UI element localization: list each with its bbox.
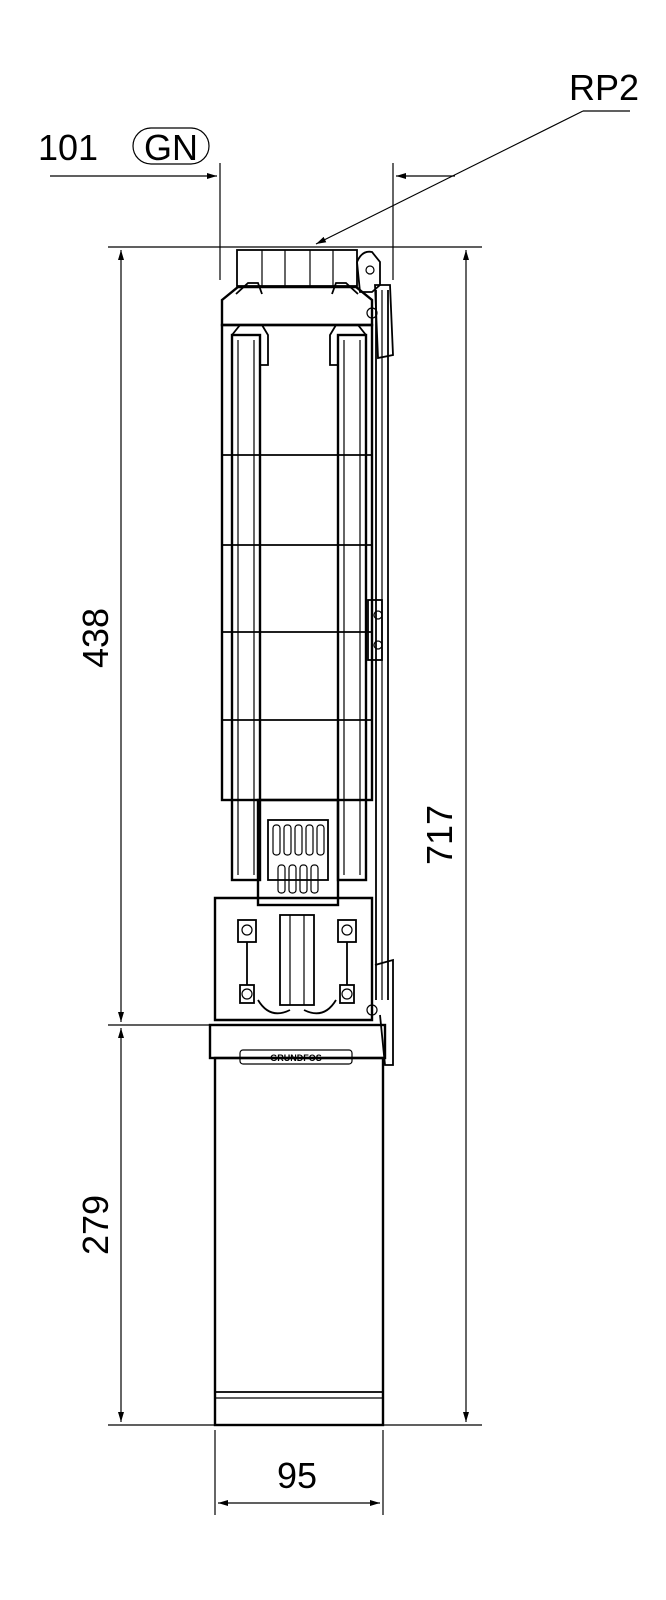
left-bolt [237, 919, 257, 1004]
outlet-thread [236, 249, 358, 287]
height-total-label: 717 [419, 805, 460, 865]
width-bottom-label: 95 [277, 1455, 317, 1496]
motor-adapter [213, 896, 374, 1022]
valve-casing [220, 285, 374, 327]
width-top-label: 101 [38, 127, 98, 168]
coupling [257, 914, 337, 1015]
width-bottom-dimension [214, 1430, 384, 1515]
width-top-tag: GN [144, 127, 198, 168]
right-bolt [337, 919, 357, 1004]
width-top-tag-frame [132, 127, 210, 165]
lower-right-bracket [374, 958, 394, 1066]
left-strap [230, 333, 262, 882]
cable-guard [367, 290, 389, 1000]
right-strap [336, 333, 368, 882]
height-pump-label: 438 [75, 608, 116, 668]
motor-body [213, 1056, 385, 1427]
connection-label: RP2 [569, 67, 639, 108]
suction-strainer [256, 798, 340, 907]
width-top-dimension [50, 127, 455, 280]
height-motor-label: 279 [75, 1195, 116, 1255]
top-right-bracket [356, 250, 381, 293]
motor: GRUNDFOS [208, 1023, 387, 1427]
pump-chambers [220, 323, 374, 802]
connection-leader [315, 110, 630, 245]
pump-body [213, 249, 394, 1066]
